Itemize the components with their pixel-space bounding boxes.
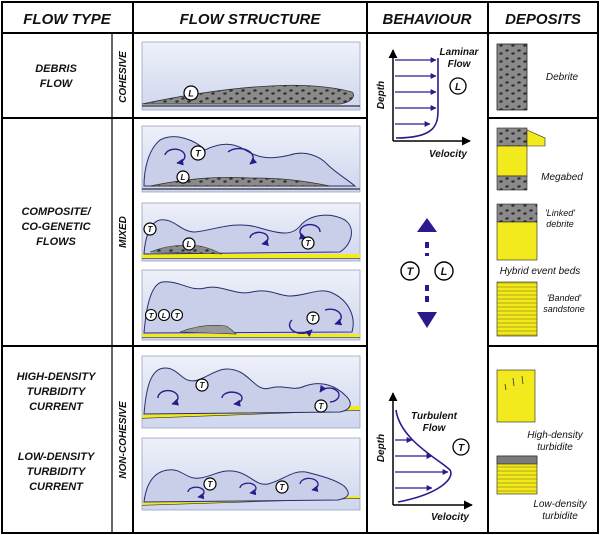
- panel-debris-flow: L: [141, 41, 361, 111]
- laminar-marker: L: [441, 266, 448, 278]
- panel-low-density: T T: [141, 437, 361, 511]
- laminar-marker: L: [455, 82, 461, 93]
- banded-label-2: sandstone: [543, 304, 585, 314]
- linked-label-1: 'Linked': [545, 208, 575, 218]
- banded-label-1: 'Banded': [547, 293, 582, 303]
- laminar-marker-text: L: [188, 89, 194, 99]
- turbulent-marker: T: [306, 239, 312, 248]
- turbulent-marker: T: [311, 314, 317, 323]
- turbulent-marker: T: [195, 149, 202, 159]
- turbulent-title-1: Turbulent: [411, 411, 458, 422]
- header-flow-structure: FLOW STRUCTURE: [180, 11, 322, 28]
- transition-arrow: T L: [400, 218, 454, 328]
- deposit-debrite: Debrite: [496, 43, 579, 111]
- deposit-low-density: Low-density turbidite: [496, 455, 588, 522]
- label-mixed: MIXED: [118, 216, 129, 248]
- laminar-marker: L: [181, 173, 186, 182]
- laminar-marker: [183, 85, 199, 101]
- turbulent-marker: T: [148, 225, 154, 234]
- laminar-title-2: Flow: [448, 59, 472, 70]
- panel-composite-1: T L: [141, 125, 361, 193]
- turbulent-profile: Turbulent Flow T Depth Velocity: [376, 392, 473, 523]
- turbulent-marker: T: [319, 402, 325, 411]
- velocity-label: Velocity: [429, 149, 467, 160]
- turbulent-title-2: Flow: [423, 423, 447, 434]
- header-behaviour: BEHAVIOUR: [383, 11, 472, 28]
- turbulent-marker: T: [149, 311, 155, 320]
- label-ld-1: LOW-DENSITY: [18, 451, 96, 463]
- laminar-marker: L: [162, 311, 167, 320]
- label-composite-1: COMPOSITE/: [21, 206, 92, 218]
- laminar-marker: L: [187, 240, 192, 249]
- label-debris-1: DEBRIS: [35, 63, 77, 75]
- label-composite-3: FLOWS: [36, 236, 76, 248]
- depth-label: Depth: [376, 81, 387, 109]
- laminar-profile: Laminar Flow L Depth Velocity: [376, 47, 480, 160]
- turbulent-marker: T: [280, 483, 286, 492]
- turbulent-marker: T: [175, 311, 181, 320]
- label-cohesive: COHESIVE: [118, 51, 129, 103]
- hd-turbidite-2: turbidite: [537, 442, 573, 453]
- turbulent-marker: T: [458, 443, 465, 454]
- turbulent-marker: T: [407, 266, 415, 278]
- turbulent-marker: T: [200, 381, 206, 390]
- label-debris-2: FLOW: [40, 78, 74, 90]
- label-non-cohesive: NON-COHESIVE: [118, 401, 129, 479]
- laminar-title-1: Laminar: [440, 47, 480, 58]
- deposit-high-density: High-density turbidite: [496, 369, 584, 453]
- ld-turbidite-1: Low-density: [533, 499, 587, 510]
- label-ld-2: TURBIDITY: [27, 466, 87, 478]
- label-hd-2: TURBIDITY: [27, 386, 87, 398]
- linked-label-2: debrite: [546, 219, 574, 229]
- panel-high-density: T T: [141, 355, 361, 429]
- flow-type-labels: DEBRIS FLOW COMPOSITE/ CO-GENETIC FLOWS …: [17, 63, 98, 493]
- label-composite-2: CO-GENETIC: [21, 221, 91, 233]
- hybrid-label: Hybrid event beds: [500, 266, 581, 277]
- panel-composite-2: T L T: [141, 202, 361, 262]
- turbulent-marker: T: [208, 480, 214, 489]
- megabed-label: Megabed: [541, 172, 583, 183]
- header-deposits: DEPOSITS: [505, 11, 581, 28]
- velocity-label: Velocity: [431, 512, 469, 523]
- label-hd-3: CURRENT: [29, 401, 84, 413]
- panel-composite-3: T L T T: [141, 269, 361, 341]
- label-hd-1: HIGH-DENSITY: [17, 371, 98, 383]
- depth-label: Depth: [376, 434, 387, 462]
- deposit-hybrid: 'Linked' debrite Hybrid event beds 'Band…: [496, 203, 585, 337]
- debrite-label: Debrite: [546, 72, 579, 83]
- deposit-megabed: Megabed: [496, 127, 583, 191]
- hd-turbidite-1: High-density: [527, 430, 584, 441]
- label-ld-3: CURRENT: [29, 481, 84, 493]
- header-flow-type: FLOW TYPE: [23, 11, 111, 28]
- ld-turbidite-2: turbidite: [542, 511, 578, 522]
